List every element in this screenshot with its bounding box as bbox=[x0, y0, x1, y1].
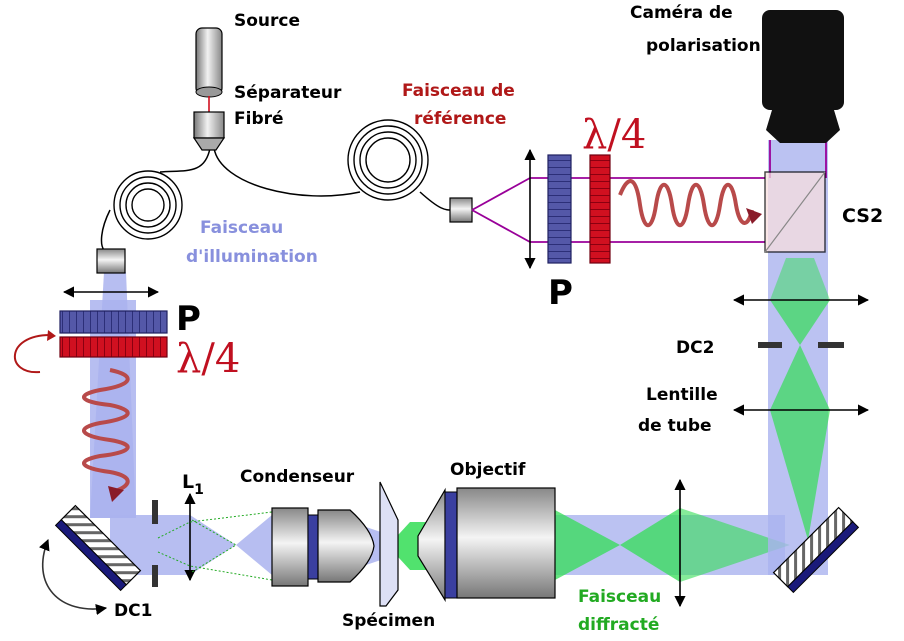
specimen-label: Spécimen bbox=[342, 611, 435, 631]
polarizer-illumination bbox=[59, 310, 168, 334]
polarization-camera-body bbox=[762, 10, 844, 110]
tube-lens-label-2: de tube bbox=[638, 416, 712, 436]
objective-label: Objectif bbox=[450, 460, 526, 480]
mirror-right bbox=[772, 506, 860, 594]
diffracted-after-objective bbox=[555, 510, 620, 580]
quarter-wave-plate-reference bbox=[589, 154, 611, 264]
l1-focus-beam bbox=[190, 515, 236, 575]
source-label: Source bbox=[234, 11, 300, 31]
diaphragm-dc2-right bbox=[818, 342, 844, 348]
diffracted-right-3 bbox=[770, 300, 830, 345]
condenser-barrel bbox=[271, 507, 309, 587]
illumination-beam-label-2: d'illumination bbox=[186, 247, 318, 267]
camera-label-2: polarisation bbox=[646, 36, 761, 56]
source-aperture bbox=[195, 86, 223, 98]
quarter-wave-label-illumination: λ/4 bbox=[176, 336, 240, 382]
fiber-splitter bbox=[193, 111, 225, 139]
fiber-splitter-tip bbox=[192, 137, 226, 151]
splitter-label-2: Fibré bbox=[234, 109, 284, 129]
l1-label: L1 bbox=[182, 471, 204, 498]
diffracted-right-2 bbox=[770, 345, 830, 410]
illumination-helix bbox=[82, 368, 130, 492]
reference-helix bbox=[618, 179, 754, 228]
specimen-slide bbox=[379, 481, 399, 607]
condenser-input-beam bbox=[236, 515, 272, 575]
illumination-beam-label-1: Faisceau bbox=[200, 218, 283, 238]
source-body bbox=[195, 27, 223, 95]
diffracted-beam-label-2: diffracté bbox=[578, 615, 659, 635]
quarter-wave-label-reference: λ/4 bbox=[582, 112, 646, 158]
splitter-label-1: Séparateur bbox=[234, 83, 342, 103]
condenser-head bbox=[317, 509, 375, 583]
reference-beam-label-2: référence bbox=[414, 109, 506, 129]
reference-beam-label-1: Faisceau de bbox=[402, 81, 515, 101]
tube-lens-label-1: Lentille bbox=[646, 385, 718, 405]
objective-tip bbox=[417, 487, 446, 603]
reference-helix-arrow bbox=[746, 208, 762, 224]
l1-main: L bbox=[182, 471, 194, 493]
dc1-label: DC1 bbox=[114, 601, 152, 621]
fiber-lines bbox=[100, 147, 453, 251]
polarization-camera-lens bbox=[766, 110, 840, 143]
polarizer-reference bbox=[547, 154, 572, 264]
mirror-rotation-arrow bbox=[39, 538, 108, 616]
objective-barrel bbox=[456, 487, 556, 599]
collimator-illumination bbox=[96, 248, 126, 274]
polarizer-label-illumination: P bbox=[176, 299, 201, 339]
l1-dotted-rays bbox=[157, 511, 273, 581]
fiber-coil-left bbox=[113, 170, 183, 240]
fiber-coil-right bbox=[347, 119, 429, 201]
illumination-helix-arrow bbox=[108, 486, 124, 502]
collimator-reference bbox=[449, 197, 473, 223]
condenser-ring bbox=[307, 514, 319, 580]
diffracted-beam-label-1: Faisceau bbox=[578, 587, 661, 607]
condenser-label: Condenseur bbox=[240, 467, 355, 487]
objective-ring bbox=[444, 491, 458, 599]
diaphragm-dc1-top bbox=[152, 500, 158, 524]
rotation-arrow-head bbox=[47, 330, 56, 341]
diffracted-right-4 bbox=[770, 258, 830, 300]
l1-subscript: 1 bbox=[194, 482, 204, 498]
diffracted-to-lens bbox=[620, 508, 680, 582]
dc2-label: DC2 bbox=[676, 338, 714, 358]
camera-label-1: Caméra de bbox=[630, 3, 733, 23]
diaphragm-dc2-left bbox=[758, 342, 782, 348]
diffracted-right-1 bbox=[770, 410, 830, 540]
beam-splitter-diagonal bbox=[764, 171, 826, 253]
quarter-wave-plate-illumination bbox=[59, 336, 168, 358]
diffracted-to-mirror bbox=[680, 508, 790, 582]
cs2-label: CS2 bbox=[842, 205, 883, 227]
rotation-arrow bbox=[13, 334, 51, 374]
polarizer-label-reference: P bbox=[548, 273, 573, 313]
diaphragm-dc1-bottom bbox=[152, 565, 158, 587]
